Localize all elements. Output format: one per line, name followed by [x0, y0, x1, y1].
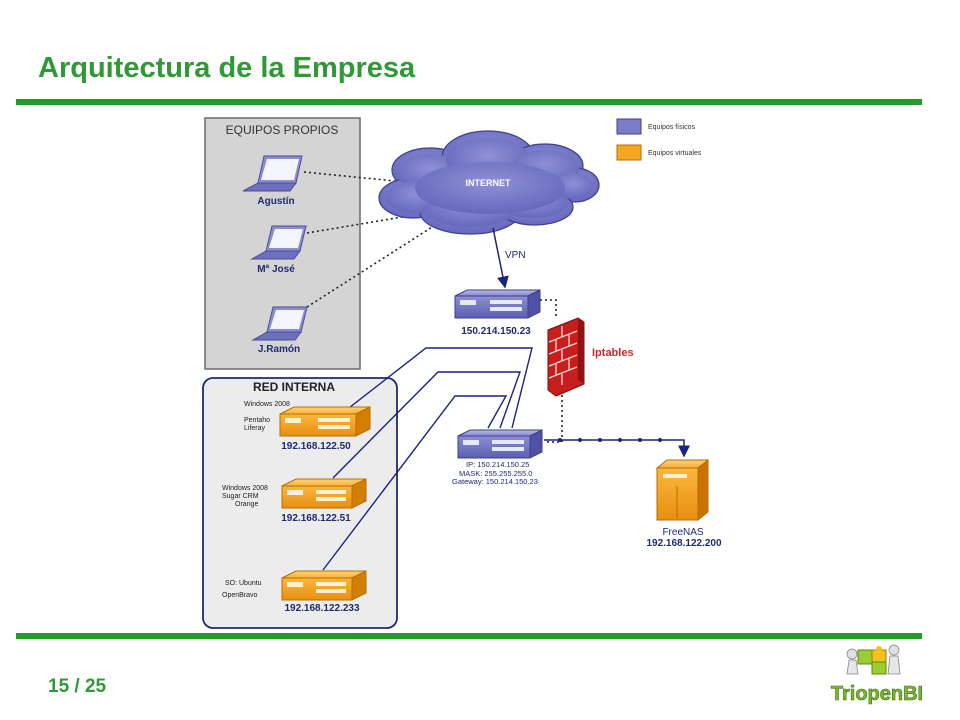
- server-app-label: OpenBravo: [222, 592, 258, 599]
- laptop-label: J.Ramón: [258, 344, 300, 355]
- logo-text: TriopenBI: [831, 683, 923, 705]
- server-app-label: Pentaho: [244, 417, 270, 424]
- gateway-server: 150.214.150.23: [454, 289, 541, 337]
- laptop-label: Mª José: [257, 264, 295, 275]
- page-total: 25: [84, 676, 107, 697]
- router-freenas-link: [544, 438, 690, 458]
- internal-links: [322, 347, 533, 571]
- server-ip: 192.168.122.50: [281, 441, 351, 452]
- server-app-label: Sugar CRM: [222, 493, 259, 500]
- laptop-label: Agustín: [257, 196, 294, 207]
- triopenbi-logo: TriopenBI: [831, 644, 923, 705]
- laptop-j-ramon: J.Ramón: [251, 306, 308, 355]
- internet-cloud: INTERNET: [378, 130, 600, 235]
- internet-label: INTERNET: [466, 178, 512, 188]
- legend-label-virtual: Equipos virtuales: [648, 150, 702, 157]
- router-gateway: Gateway: 150.214.150.23: [452, 477, 538, 486]
- internal-server-1: Windows 2008 Pentaho Liferay 192.168.122…: [244, 401, 371, 452]
- server-ip: 192.168.122.233: [284, 603, 360, 614]
- page-number: 15 / 25: [48, 676, 106, 698]
- page-separator: /: [74, 676, 80, 697]
- router-ip: IP: 150.214.150.25: [466, 460, 529, 469]
- server-os-label: Windows 2008: [244, 401, 290, 408]
- legend: Equipos físicos Equipos virtuales: [616, 118, 702, 161]
- firewall-label: Iptables: [592, 347, 634, 359]
- footer-rule: [16, 633, 922, 639]
- own-equipment-title: EQUIPOS PROPIOS: [226, 123, 339, 137]
- freenas-name: FreeNAS: [662, 527, 703, 538]
- internal-server-2: Windows 2008 Sugar CRM Orange 192.168.12…: [222, 478, 367, 524]
- gateway-ip: 150.214.150.23: [461, 326, 531, 337]
- router-server: IP: 150.214.150.25 MASK: 255.255.255.0 G…: [452, 429, 543, 486]
- laptop-agustin: Agustín: [242, 155, 303, 207]
- page-current: 15: [48, 676, 70, 697]
- legend-swatch-physical: [616, 118, 642, 135]
- firewall-icon: Iptables: [547, 317, 634, 397]
- server-ip: 192.168.122.51: [281, 513, 351, 524]
- vpn-label: VPN: [505, 250, 526, 261]
- title-rule: [16, 99, 922, 105]
- laptop-ma-jose: Mª José: [250, 225, 307, 275]
- internal-network-title: RED INTERNA: [253, 380, 335, 394]
- server-app-label: Liferay: [244, 425, 266, 432]
- server-app-label: Orange: [235, 501, 258, 508]
- vpn-link: VPN: [492, 227, 526, 289]
- server-os-label: Windows 2008: [222, 485, 268, 492]
- freenas-ip: 192.168.122.200: [646, 538, 722, 549]
- gateway-firewall-links: [540, 299, 563, 443]
- freenas-tower: FreeNAS 192.168.122.200: [646, 458, 722, 549]
- server-os-label: SO: Ubuntu: [225, 580, 262, 587]
- puzzle-figures-icon: [846, 644, 901, 675]
- internal-server-3: SO: Ubuntu OpenBravo 192.168.122.233: [222, 570, 367, 614]
- legend-swatch-virtual: [616, 144, 642, 161]
- slide-title: Arquitectura de la Empresa: [38, 52, 416, 84]
- legend-label-physical: Equipos físicos: [648, 124, 696, 131]
- router-mask: MASK: 255.255.255.0: [459, 469, 532, 478]
